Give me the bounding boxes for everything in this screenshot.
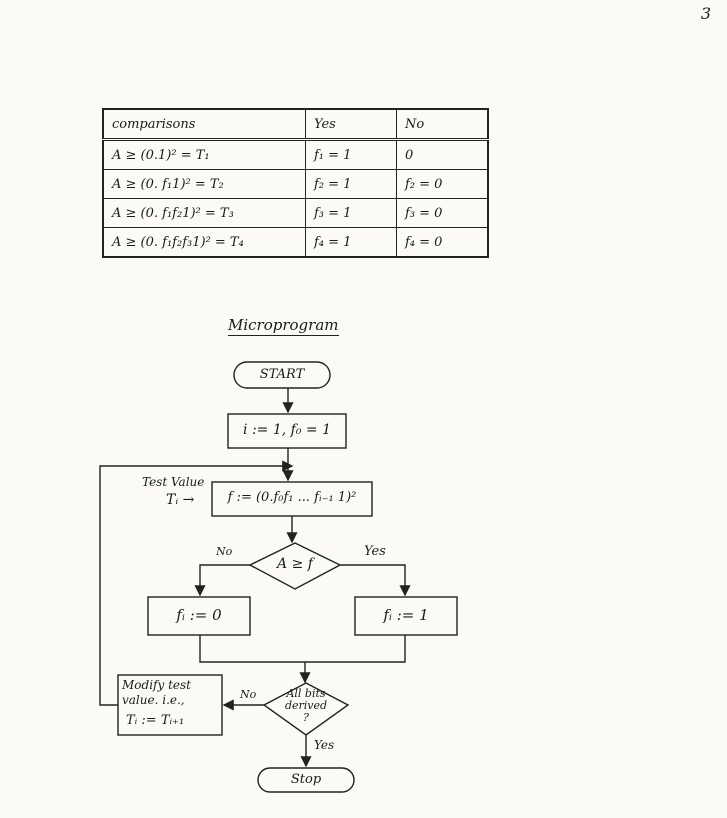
modify-label-line3: Tᵢ := Tᵢ₊₁ [126, 713, 185, 728]
table-cell: f₂ = 1 [305, 169, 397, 199]
table-cell: f₃ = 0 [396, 198, 489, 228]
start-label: START [259, 367, 305, 382]
table-cell: f₄ = 1 [305, 227, 397, 258]
compute-label: f := (0.f₀f₁ ... fᵢ₋₁ 1)² [227, 490, 357, 505]
init-box [227, 413, 347, 449]
connector [194, 564, 250, 597]
microprogram-title: Microprogram [228, 316, 339, 336]
test-value-label: Test Value [142, 475, 205, 489]
header-yes: Yes [305, 108, 397, 140]
assign-zero-label: fᵢ := 0 [176, 606, 222, 624]
decision-diamond [248, 542, 342, 590]
start-terminal [233, 361, 331, 389]
stop-label: Stop [290, 772, 322, 787]
loop-connector [99, 460, 294, 706]
assign-one-box [354, 596, 458, 636]
table-cell: f₁ = 1 [305, 139, 397, 170]
header-comparisons: comparisons [102, 108, 306, 140]
decision-label: A ≥ f [277, 556, 313, 572]
connector [199, 635, 406, 663]
assign-one-label: fᵢ := 1 [383, 606, 429, 624]
check-yes-label: Yes [314, 738, 335, 752]
table-cell: f₄ = 0 [396, 227, 489, 258]
table-cell: f₃ = 1 [305, 198, 397, 228]
table-row: A ≥ (0. f₁f₂1)² = T₃ f₃ = 1 f₃ = 0 [102, 198, 489, 228]
table-header-row: comparisons Yes No [102, 108, 489, 140]
table-row: A ≥ (0.1)² = T₁ f₁ = 1 0 [102, 139, 489, 170]
comparisons-table: comparisons Yes No A ≥ (0.1)² = T₁ f₁ = … [102, 108, 489, 258]
table-cell: 0 [396, 139, 489, 170]
no-label: No [216, 545, 233, 558]
table-row: A ≥ (0. f₁f₂f₃1)² = T₄ f₄ = 1 f₄ = 0 [102, 227, 489, 258]
page-number: 3 [700, 4, 711, 23]
test-value-symbol: Tᵢ → [166, 492, 195, 508]
table-cell: A ≥ (0. f₁f₂f₃1)² = T₄ [102, 227, 306, 258]
stop-terminal [257, 767, 355, 793]
connector [340, 564, 411, 597]
assign-zero-box [147, 596, 251, 636]
check-label-line3: ? [303, 711, 309, 724]
init-label: i := 1, f₀ = 1 [243, 422, 331, 438]
table-cell: A ≥ (0.1)² = T₁ [102, 139, 306, 170]
modify-label-line1: Modify test [122, 678, 191, 692]
check-no-label: No [240, 688, 257, 701]
check-label-line2: derived [284, 699, 328, 712]
yes-label: Yes [364, 544, 386, 559]
check-label-line1: All bits [286, 687, 326, 700]
table-cell: A ≥ (0. f₁f₂1)² = T₃ [102, 198, 306, 228]
table-row: A ≥ (0. f₁1)² = T₂ f₂ = 1 f₂ = 0 [102, 169, 489, 199]
table-cell: A ≥ (0. f₁1)² = T₂ [102, 169, 306, 199]
modify-label-line2: value. i.e., [122, 693, 185, 707]
